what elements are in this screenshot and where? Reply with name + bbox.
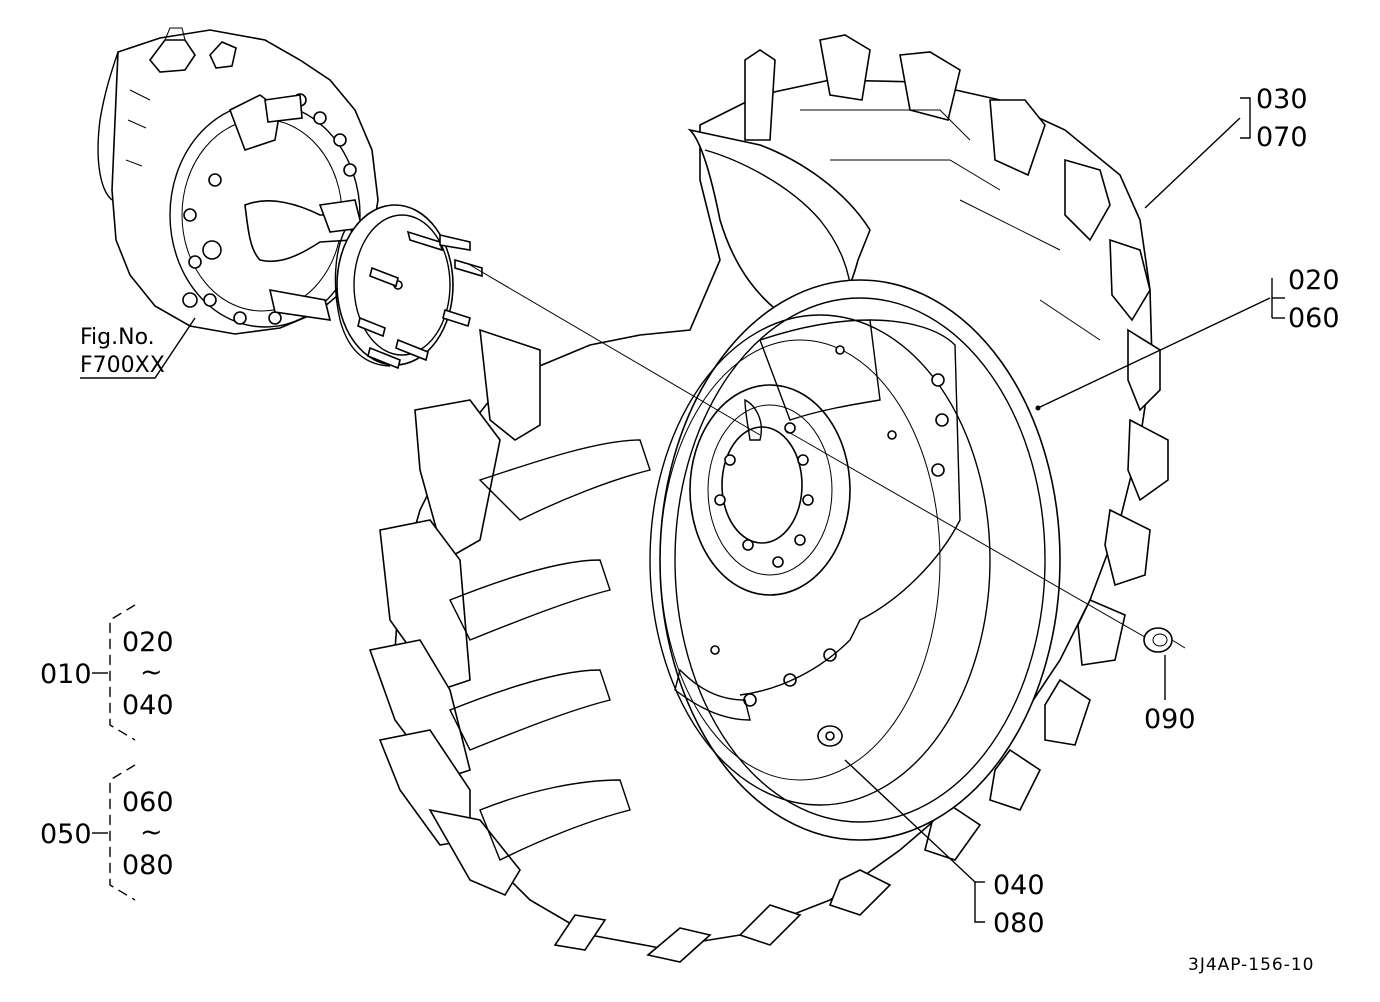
valve-part xyxy=(817,725,843,747)
assembly-axis-line xyxy=(469,264,761,436)
nut-axis-line xyxy=(784,429,1151,641)
group-010-from: 020 xyxy=(122,627,174,658)
figure-ref-leader xyxy=(80,317,196,379)
callout-030: 030 xyxy=(1256,84,1308,115)
wheel-rim xyxy=(649,279,1061,841)
callout-060: 060 xyxy=(1288,303,1340,334)
group-010-id: 010 xyxy=(40,659,92,690)
group-010-tilde: ~ xyxy=(140,657,163,688)
callout-leaders xyxy=(844,97,1273,923)
hub-studs xyxy=(357,230,483,370)
callout-020: 020 xyxy=(1288,265,1340,296)
wheel-hub-flange xyxy=(334,204,483,370)
figure-ref-label-line1: Fig.No. xyxy=(80,325,155,350)
callout-090: 090 xyxy=(1144,704,1196,735)
rim-bolt-holes xyxy=(710,345,949,707)
housing-bolt-pattern xyxy=(182,93,357,325)
assembly-group-050: 050 060 ~ 080 xyxy=(40,764,174,901)
figure-ref-label-line2: F700XX xyxy=(80,353,165,378)
callout-070: 070 xyxy=(1256,122,1308,153)
group-050-to: 080 xyxy=(122,850,174,881)
callout-080: 080 xyxy=(993,908,1045,939)
group-050-id: 050 xyxy=(40,819,92,850)
assembly-group-010: 010 020 ~ 040 xyxy=(40,604,174,741)
drawing-code: 3J4AP-156-10 xyxy=(1188,955,1315,975)
group-010-to: 040 xyxy=(122,690,174,721)
callout-040: 040 xyxy=(993,870,1045,901)
axle-housing-illustration xyxy=(97,27,379,335)
wheel-nut-part xyxy=(1143,627,1186,653)
group-050-from: 060 xyxy=(122,787,174,818)
group-050-tilde: ~ xyxy=(140,817,163,848)
